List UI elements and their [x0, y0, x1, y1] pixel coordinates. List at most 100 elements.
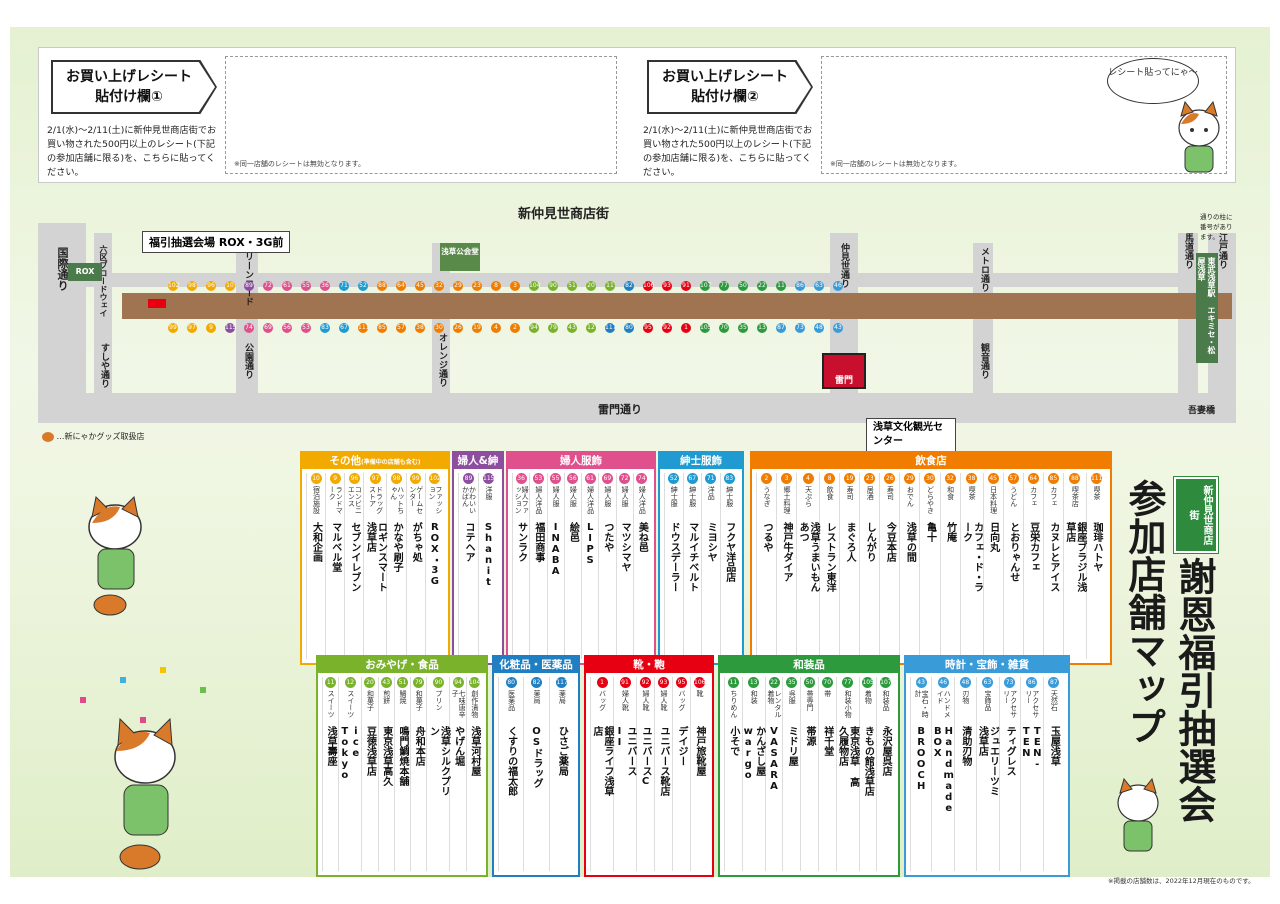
- map-store-marker: 79: [548, 323, 558, 333]
- store-number: 83: [723, 473, 735, 484]
- map-store-marker: 80: [624, 323, 634, 333]
- store-number: 82: [531, 677, 542, 688]
- store-type: バッグ: [598, 690, 607, 711]
- store-name: フクヤ洋品店: [723, 522, 735, 582]
- store-number: 93: [658, 677, 669, 688]
- store-type: 婦人洋品: [638, 486, 647, 514]
- store-name: 絵邑: [567, 522, 579, 542]
- road-upper: [38, 273, 1236, 287]
- store-type: 帯専門: [805, 690, 814, 711]
- receipt-tag-2-line1: お買い上げレシート: [662, 69, 788, 85]
- map-store-marker: 67: [339, 323, 349, 333]
- map-store-marker: 46: [833, 281, 843, 291]
- receipt-slot-1[interactable]: ※同一店舗のレシートは無効となります。: [225, 56, 617, 174]
- road-kaminarimon: [86, 393, 1236, 423]
- map-store-marker: 11: [605, 281, 615, 291]
- map-store-marker: 115: [225, 323, 237, 333]
- store-number: 22: [768, 677, 780, 688]
- mascot-dancing-icon: [88, 495, 142, 616]
- store-number: 67: [686, 473, 698, 484]
- store-type: ゲームセンター: [408, 486, 424, 514]
- kaminarimon-label: 雷門: [834, 376, 853, 386]
- map-store-marker: 53: [301, 323, 311, 333]
- map-store-marker: 9: [206, 323, 216, 333]
- receipt-note-2: ※同一店舗のレシートは無効となります。: [830, 160, 961, 168]
- store-name: しんがり: [864, 522, 876, 562]
- store-number: 23: [864, 473, 876, 484]
- map-store-marker: 23: [472, 281, 482, 291]
- store-number: 53: [532, 473, 544, 484]
- title-line-1: 謝恩福引抽選会: [1172, 557, 1216, 823]
- store-number: 11: [727, 677, 739, 688]
- store-number: 64: [1027, 473, 1039, 484]
- map-store-marker: 12: [586, 323, 596, 333]
- rox-building: ROX: [68, 263, 102, 281]
- map-store-marker: 89: [244, 281, 254, 291]
- store-number: 88: [1069, 473, 1081, 484]
- store-number: 69: [601, 473, 613, 484]
- store-number: 96: [348, 473, 360, 484]
- road-label-kannon: 観音通り: [979, 343, 989, 379]
- store-type: 宝石・時計: [914, 690, 930, 718]
- category-header: おみやげ・食品: [318, 657, 486, 673]
- store-name: 帯源: [803, 726, 815, 746]
- store-number: 99: [410, 473, 422, 484]
- map-store-marker: 38: [415, 323, 425, 333]
- store-name: カフェ・ド・ラーク: [960, 522, 983, 592]
- map-store-marker: 99: [168, 323, 178, 333]
- map-store-marker: 90: [548, 281, 558, 291]
- store-type: アクセサリー: [1002, 690, 1018, 718]
- store-number: 115: [483, 473, 495, 484]
- map-store-marker: 93: [662, 281, 672, 291]
- store-number: 50: [803, 677, 815, 688]
- store-name: 珈琲ハトヤ: [1090, 522, 1102, 572]
- store-type: 喫茶: [1092, 486, 1101, 500]
- store-number: 85: [1047, 473, 1059, 484]
- map-store-marker: 92: [662, 323, 672, 333]
- category-name: 婦人服飾: [560, 455, 602, 467]
- store-name: マルイチベルト: [686, 522, 698, 592]
- store-number: 74: [636, 473, 648, 484]
- store-name: ドウスデーラー: [668, 522, 680, 592]
- store-type: カフェ: [1049, 486, 1058, 507]
- store-number: 104: [468, 677, 481, 688]
- koukaido-building: 浅草公会堂: [440, 243, 480, 271]
- map-store-marker: 1: [681, 323, 691, 333]
- store-number: 38: [966, 473, 978, 484]
- store-name: LIPS: [584, 522, 596, 566]
- store-name: 舟和本店: [413, 726, 425, 766]
- map-store-marker: 3: [510, 281, 520, 291]
- store-number: 70: [821, 677, 833, 688]
- store-name: TEN-TEN: [1020, 726, 1043, 770]
- road-label-metro: メトロ通り: [979, 247, 989, 292]
- store-number: 55: [550, 473, 562, 484]
- receipt-tag-1: お買い上げレシート貼付け欄①: [51, 60, 217, 114]
- map-store-marker: 82: [624, 281, 634, 291]
- road-label-umamichi: 馬道通り: [1183, 233, 1193, 269]
- store-name: サンラク: [515, 522, 527, 562]
- store-name: ミヨシヤ: [705, 522, 717, 562]
- store-name: VASARA: [768, 726, 780, 792]
- store-name: 浅草壽座: [325, 726, 337, 766]
- road-label-kokusai: 国際通り: [56, 247, 69, 291]
